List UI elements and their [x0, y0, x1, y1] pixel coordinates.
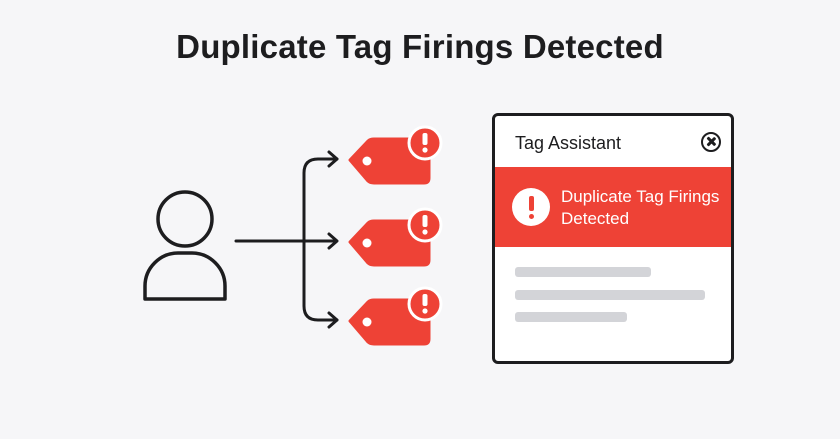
panel-title: Tag Assistant	[515, 133, 622, 153]
connector-lines	[234, 150, 339, 329]
close-icon[interactable]	[701, 132, 721, 152]
tag-icon	[348, 125, 443, 185]
panel-header: Tag Assistant	[495, 116, 731, 166]
alert-banner: Duplicate Tag Firings Detected	[495, 167, 731, 247]
tag-assistant-panel: Tag Assistant Duplicate Tag Firings Dete…	[492, 113, 734, 364]
tag-hole	[362, 317, 372, 327]
placeholder-line-2	[515, 290, 705, 300]
diagram-title: Duplicate Tag Firings Detected	[176, 28, 664, 65]
tag-hole	[362, 156, 372, 166]
tag-icon	[348, 207, 443, 267]
alert-icon	[512, 188, 550, 226]
placeholder-line-3	[515, 312, 627, 322]
user-icon	[143, 190, 227, 301]
tag-hole	[362, 238, 372, 248]
alert-message: Duplicate Tag Firings Detected	[561, 187, 720, 228]
tag-icon	[348, 286, 443, 346]
placeholder-line-1	[515, 267, 651, 277]
